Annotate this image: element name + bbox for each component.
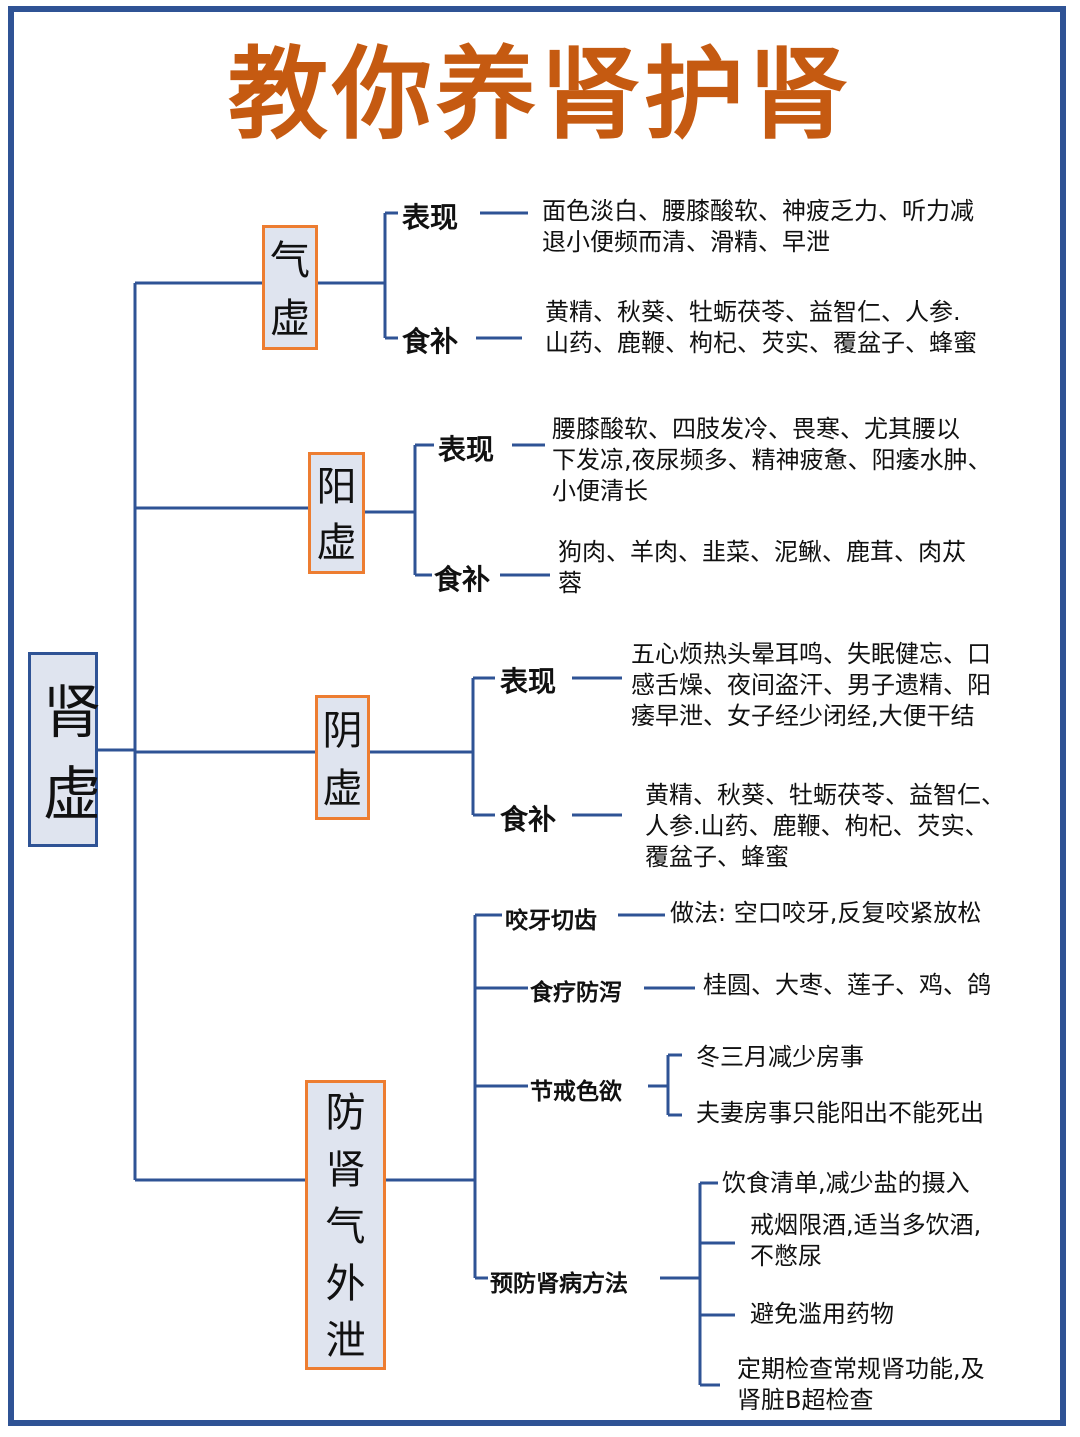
node-fang: 防肾气外泄 [305, 1080, 386, 1370]
qixu-biaoxian-text: 面色淡白、腰膝酸软、神疲乏力、听力减 退小便频而清、滑精、早泄 [542, 196, 974, 258]
yinxu-biaoxian-line: 五心烦热头晕耳鸣、失眠健忘、口 [631, 640, 991, 668]
fang-yufang-item: 戒烟限酒,适当多饮酒, 不憋尿 [750, 1210, 981, 1272]
page-title: 教你养肾护肾 [228, 36, 852, 153]
qixu-shibu-line: 黄精、秋葵、牡蛎茯苓、益智仁、人参. [545, 298, 961, 326]
fang-jiejie-item: 冬三月减少房事 [696, 1043, 864, 1071]
fang-jiejie-item: 夫妻房事只能阳出不能死出 [696, 1099, 984, 1127]
yangxu-biaoxian-line: 腰膝酸软、四肢发冷、畏寒、尤其腰以 [552, 415, 960, 443]
connector-root [98, 281, 315, 1182]
yangxu-shibu-text: 狗肉、羊肉、韭菜、泥鳅、鹿茸、肉苁 蓉 [558, 537, 966, 599]
fang-yufang-item: 避免滥用药物 [750, 1299, 894, 1330]
qixu-shibu-text: 黄精、秋葵、牡蛎茯苓、益智仁、人参. 山药、鹿鞭、枸杞、芡实、覆盆子、蜂蜜 [545, 297, 977, 359]
yangxu-biaoxian-label: 表现 [438, 433, 495, 466]
connector-fang-leaves [618, 913, 695, 1117]
fang-shiliao-label: 食疗防泻 [530, 980, 622, 1006]
fang-yufang-line: 戒烟限酒,适当多饮酒, [750, 1211, 982, 1239]
yangxu-biaoxian-line: 下发凉,夜尿频多、精神疲惫、阳痿水肿、 [552, 446, 992, 474]
node-qixu: 气虚 [262, 225, 318, 350]
yangxu-biaoxian-text: 腰膝酸软、四肢发冷、畏寒、尤其腰以 下发凉,夜尿频多、精神疲惫、阳痿水肿、 小便… [552, 414, 992, 507]
connector-yinxu [370, 676, 622, 817]
yangxu-biaoxian-line: 小便清长 [552, 477, 648, 505]
node-qixu-label: 气虚 [270, 238, 310, 342]
yangxu-shibu-line: 蓉 [558, 569, 582, 597]
node-yangxu: 阳虚 [308, 452, 365, 574]
fang-yufang-line: 定期检查常规肾功能,及 [737, 1355, 985, 1383]
node-fang-label: 防肾气外泄 [325, 1090, 366, 1364]
yinxu-biaoxian-text: 五心烦热头晕耳鸣、失眠健忘、口 感舌燥、夜间盗汗、男子遗精、阳 痿早泄、女子经少… [631, 639, 991, 732]
node-yinxu: 阴虚 [315, 695, 370, 820]
qixu-biaoxian-line: 面色淡白、腰膝酸软、神疲乏力、听力减 [542, 197, 974, 225]
qixu-shibu-line: 山药、鹿鞭、枸杞、芡实、覆盆子、蜂蜜 [545, 329, 977, 357]
fang-yufang-item: 饮食清单,减少盐的摄入 [722, 1168, 970, 1199]
root-node: 肾虚 [28, 652, 102, 847]
fang-yufang-line: 不憋尿 [750, 1242, 822, 1270]
yangxu-shibu-line: 狗肉、羊肉、韭菜、泥鳅、鹿茸、肉苁 [558, 538, 966, 566]
yinxu-shibu-text: 黄精、秋葵、牡蛎茯苓、益智仁、 人参.山药、鹿鞭、枸杞、芡实、 覆盆子、蜂蜜 [645, 780, 1005, 873]
connector-qixu [318, 211, 528, 340]
yinxu-shibu-line: 黄精、秋葵、牡蛎茯苓、益智仁、 [645, 781, 1005, 809]
yinxu-shibu-label: 食补 [500, 803, 557, 836]
qixu-shibu-label: 食补 [402, 325, 459, 358]
node-yinxu-label: 阴虚 [322, 708, 363, 812]
yinxu-biaoxian-label: 表现 [500, 665, 557, 698]
fang-shiliao-text: 桂圆、大枣、莲子、鸡、鸽 [703, 971, 991, 999]
fang-yufang-line: 肾脏B超检查 [737, 1386, 874, 1414]
yinxu-biaoxian-line: 感舌燥、夜间盗汗、男子遗精、阳 [631, 671, 991, 699]
connector-fang [386, 913, 528, 1280]
connector-yangxu [365, 443, 550, 577]
fang-jiejie-label: 节戒色欲 [530, 1079, 622, 1105]
root-label: 肾虚 [43, 678, 102, 828]
fang-yaoya-text: 做法: 空口咬牙,反复咬紧放松 [670, 899, 982, 927]
diagram-frame [8, 6, 1066, 1426]
fang-yufang-line: 饮食清单,减少盐的摄入 [722, 1169, 970, 1197]
qixu-biaoxian-label: 表现 [402, 201, 459, 234]
qixu-biaoxian-line: 退小便频而清、滑精、早泄 [542, 228, 830, 256]
connector-yufang [660, 1181, 735, 1387]
fang-yufang-line: 避免滥用药物 [750, 1300, 894, 1328]
node-yangxu-label: 阳虚 [316, 464, 357, 566]
yinxu-shibu-line: 覆盆子、蜂蜜 [645, 843, 789, 871]
yinxu-shibu-line: 人参.山药、鹿鞭、枸杞、芡实、 [645, 812, 989, 840]
yinxu-biaoxian-line: 痿早泄、女子经少闭经,大便干结 [631, 702, 975, 730]
fang-yufang-item: 定期检查常规肾功能,及 肾脏B超检查 [737, 1354, 985, 1416]
fang-yufang-label: 预防肾病方法 [490, 1271, 628, 1297]
fang-yaoya-label: 咬牙切齿 [505, 908, 597, 934]
yangxu-shibu-label: 食补 [434, 563, 491, 596]
